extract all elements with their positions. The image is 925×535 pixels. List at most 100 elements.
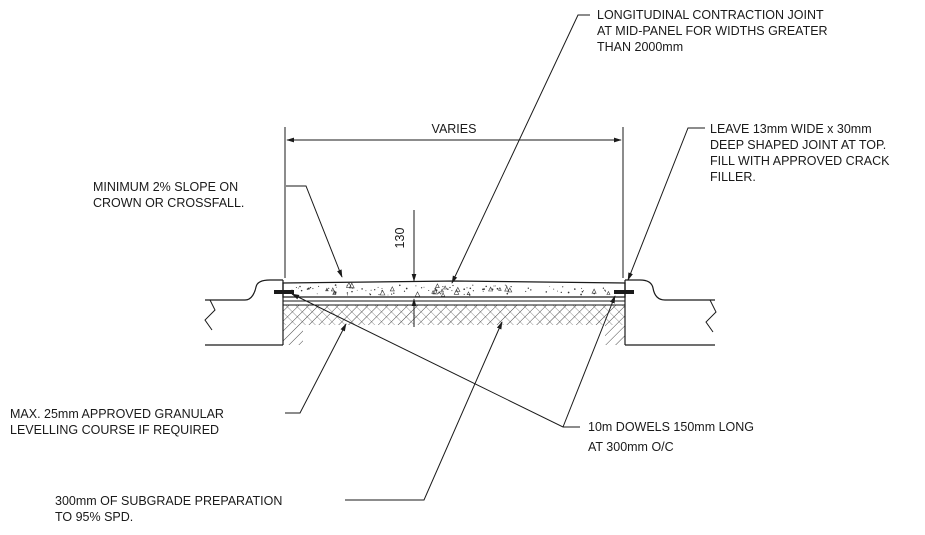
stipple-dot (449, 286, 451, 289)
stipple-dot (351, 290, 353, 293)
stipple-dot (361, 288, 363, 290)
stipple-dot (490, 288, 492, 290)
stipple-dot (580, 293, 582, 296)
stipple-dot (312, 288, 314, 290)
stipple-dot (451, 290, 453, 292)
stipple-dot (415, 285, 417, 287)
stipple-dot (567, 291, 570, 294)
stipple-aggregate (379, 289, 386, 296)
stipple-dot (581, 290, 584, 293)
stipple-aggregate (440, 292, 446, 297)
stipple-dot (309, 286, 312, 289)
stipple-dot (442, 286, 444, 288)
leader-lines (285, 14, 705, 501)
note-shaped-joint: LEAVE 13mm WIDE x 30mm DEEP SHAPED JOINT… (710, 122, 893, 184)
stipple-aggregate (440, 288, 444, 293)
stipple-aggregate (504, 286, 510, 292)
stipple-dot (472, 290, 474, 292)
stipple-dot (504, 284, 506, 286)
stipple-dot (299, 285, 301, 288)
stipple-dot (370, 289, 372, 291)
stipple-dot (335, 286, 337, 288)
stipple-dot (581, 287, 583, 289)
varies-dimension (284, 127, 624, 278)
stipple-aggregate (325, 287, 329, 292)
stipple-dot (506, 292, 509, 295)
stipple-aggregate (431, 290, 435, 294)
stipple-dot (530, 289, 532, 291)
subgrade-hatch (283, 305, 625, 345)
stipple-aggregate (466, 291, 471, 295)
stipple-dot (510, 285, 512, 288)
stipple-dot (466, 287, 468, 289)
stipple-dot (346, 292, 349, 294)
left-joint-seal (274, 290, 294, 294)
stipple-dot (369, 293, 372, 296)
adjacent-pavement-right (624, 279, 717, 346)
stipple-dot (334, 284, 337, 286)
stipple-dot (604, 290, 607, 292)
stipple-aggregate (443, 285, 448, 290)
stipple-dot (468, 294, 471, 296)
stipple-dot (391, 293, 393, 295)
stipple-dot (452, 284, 454, 287)
concrete-slab (282, 280, 626, 298)
stipple-dot (316, 293, 318, 295)
varies-label: VARIES (432, 122, 477, 136)
stipple-dot (447, 288, 449, 290)
stipple-dot (440, 293, 442, 295)
stipple-dot (423, 286, 425, 288)
stipple-aggregate (432, 288, 438, 295)
stipple-dot (545, 291, 548, 293)
adjacent-pavement-left (204, 279, 284, 346)
stipple-dot (472, 284, 474, 286)
stipple-dot (428, 289, 430, 292)
stipple-aggregate (498, 287, 502, 291)
stipple-dot (434, 287, 437, 290)
stipple-dot (403, 290, 406, 292)
stipple-dot (562, 286, 564, 288)
stipple-dot (378, 294, 380, 296)
stipple-aggregate (330, 287, 335, 292)
stipple-dot (482, 291, 484, 293)
stipple-dot (525, 290, 527, 292)
stipple-aggregate (488, 286, 493, 292)
stipple-aggregate (414, 291, 421, 297)
stipple-aggregate (591, 288, 597, 294)
stipple-dot (583, 290, 584, 292)
note-granular: MAX. 25mm APPROVED GRANULAR LEVELLING CO… (10, 407, 227, 437)
stipple-dot (463, 288, 466, 291)
stipple-dot (318, 285, 320, 287)
stipple-aggregate (455, 286, 461, 292)
thickness-label: 130 (393, 228, 407, 249)
note-slope: MINIMUM 2% SLOPE ON CROWN OR CROSSFALL. (93, 180, 244, 210)
stipple-dot (493, 285, 495, 287)
stipple-dot (297, 287, 299, 289)
stipple-aggregate (507, 287, 513, 293)
stipple-dot (463, 293, 465, 295)
stipple-dot (420, 287, 423, 289)
stipple-aggregate (453, 289, 460, 295)
stipple-dot (326, 289, 328, 291)
stipple-dot (482, 288, 484, 291)
stipple-dot (381, 290, 383, 292)
stipple-dot (602, 287, 605, 289)
stipple-dot (334, 291, 337, 294)
stipple-dot (300, 289, 303, 292)
stipple-aggregate (606, 290, 611, 295)
stipple-dot (557, 290, 558, 292)
stipple-dot (491, 288, 494, 291)
note-contraction-joint: LONGITUDINAL CONTRACTION JOINT AT MID-PA… (597, 8, 831, 54)
stipple-dot (307, 287, 310, 290)
stipple-dot (496, 287, 499, 290)
stipple-dot (469, 287, 472, 290)
stipple-dot (377, 286, 379, 288)
stipple-dot (438, 291, 441, 294)
stipple-dot (435, 289, 438, 292)
levelling-course (283, 300, 625, 306)
stipple-dot (346, 294, 349, 296)
stipple-dot (485, 285, 487, 288)
stipple-dot (494, 285, 496, 287)
stipple-dot (553, 288, 555, 290)
